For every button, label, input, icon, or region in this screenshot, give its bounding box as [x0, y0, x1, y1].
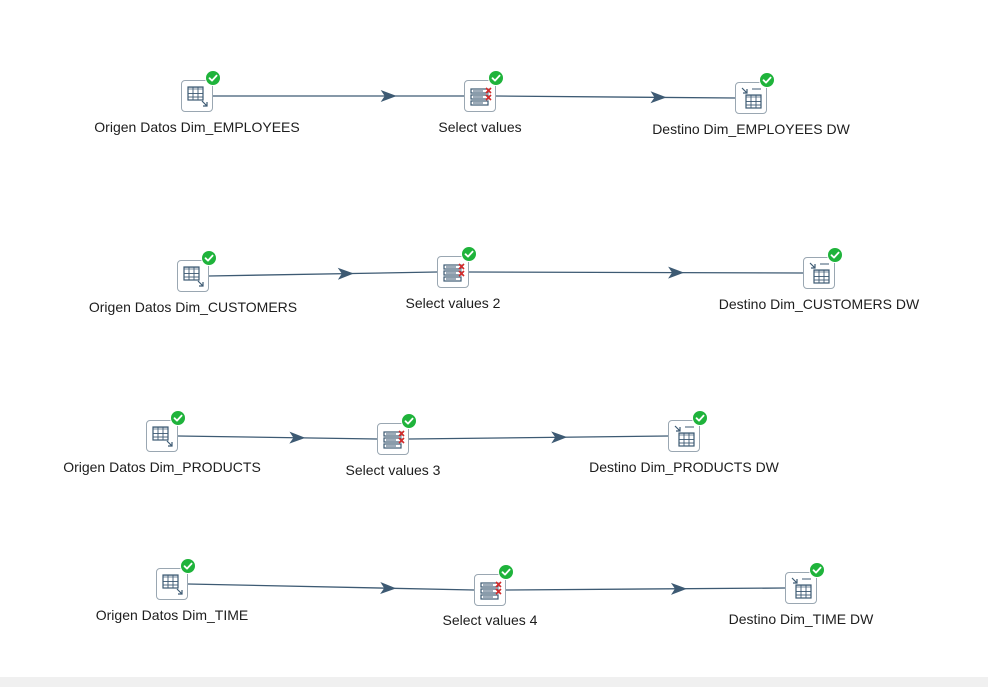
hop-arrow-icon	[670, 582, 687, 595]
table-output-icon	[668, 420, 700, 452]
table-output-icon	[735, 82, 767, 114]
hop-3-1[interactable]	[177, 431, 378, 444]
table-input-icon	[181, 80, 213, 112]
step-label-input-2[interactable]: Origen Datos Dim_CUSTOMERS	[88, 299, 298, 315]
step-select-4[interactable]	[474, 564, 514, 606]
horizontal-scrollbar-track[interactable]	[0, 677, 988, 687]
success-check-icon	[488, 70, 504, 86]
step-output-2[interactable]	[803, 247, 843, 289]
step-label-select-2[interactable]: Select values 2	[405, 295, 501, 311]
select-values-icon	[464, 80, 496, 112]
table-output-icon	[785, 572, 817, 604]
hop-arrow-icon	[289, 431, 306, 444]
step-input-3[interactable]	[146, 410, 186, 452]
step-label-input-1[interactable]: Origen Datos Dim_EMPLOYEES	[94, 119, 300, 135]
step-label-input-3[interactable]: Origen Datos Dim_PRODUCTS	[63, 459, 261, 475]
table-input-icon	[177, 260, 209, 292]
success-check-icon	[498, 564, 514, 580]
success-check-icon	[170, 410, 186, 426]
step-input-4[interactable]	[156, 558, 196, 600]
table-input-icon	[146, 420, 178, 452]
step-output-3[interactable]	[668, 410, 708, 452]
select-values-icon	[437, 256, 469, 288]
hop-1-2[interactable]	[495, 91, 736, 104]
success-check-icon	[401, 413, 417, 429]
hop-arrow-icon	[668, 266, 685, 279]
table-input-icon	[156, 568, 188, 600]
success-check-icon	[692, 410, 708, 426]
step-input-1[interactable]	[181, 70, 221, 112]
hop-3-2[interactable]	[408, 431, 669, 444]
step-label-select-1[interactable]: Select values	[438, 119, 522, 135]
hop-arrow-icon	[551, 431, 568, 444]
step-label-output-3[interactable]: Destino Dim_PRODUCTS DW	[589, 459, 779, 475]
step-output-1[interactable]	[735, 72, 775, 114]
hop-4-2[interactable]	[505, 582, 786, 595]
hop-arrow-icon	[380, 90, 397, 102]
step-label-input-4[interactable]: Origen Datos Dim_TIME	[95, 607, 249, 623]
hop-arrow-icon	[650, 91, 667, 104]
hop-2-2[interactable]	[468, 266, 804, 279]
hop-2-1[interactable]	[208, 267, 438, 280]
success-check-icon	[461, 246, 477, 262]
success-check-icon	[205, 70, 221, 86]
step-label-select-3[interactable]: Select values 3	[345, 462, 441, 478]
success-check-icon	[759, 72, 775, 88]
select-values-icon	[377, 423, 409, 455]
step-select-2[interactable]	[437, 246, 477, 288]
step-label-output-1[interactable]: Destino Dim_EMPLOYEES DW	[652, 121, 850, 137]
table-output-icon	[803, 257, 835, 289]
success-check-icon	[809, 562, 825, 578]
step-select-1[interactable]	[464, 70, 504, 112]
step-label-output-2[interactable]: Destino Dim_CUSTOMERS DW	[718, 296, 920, 312]
select-values-icon	[474, 574, 506, 606]
step-select-3[interactable]	[377, 413, 417, 455]
step-output-4[interactable]	[785, 562, 825, 604]
hop-arrow-icon	[337, 267, 354, 280]
step-label-select-4[interactable]: Select values 4	[442, 612, 538, 628]
step-label-output-4[interactable]: Destino Dim_TIME DW	[728, 611, 874, 627]
success-check-icon	[180, 558, 196, 574]
step-input-2[interactable]	[177, 250, 217, 292]
hop-arrow-icon	[380, 582, 397, 595]
hop-4-1[interactable]	[187, 582, 475, 595]
success-check-icon	[827, 247, 843, 263]
success-check-icon	[201, 250, 217, 266]
hop-1-1[interactable]	[213, 90, 464, 102]
